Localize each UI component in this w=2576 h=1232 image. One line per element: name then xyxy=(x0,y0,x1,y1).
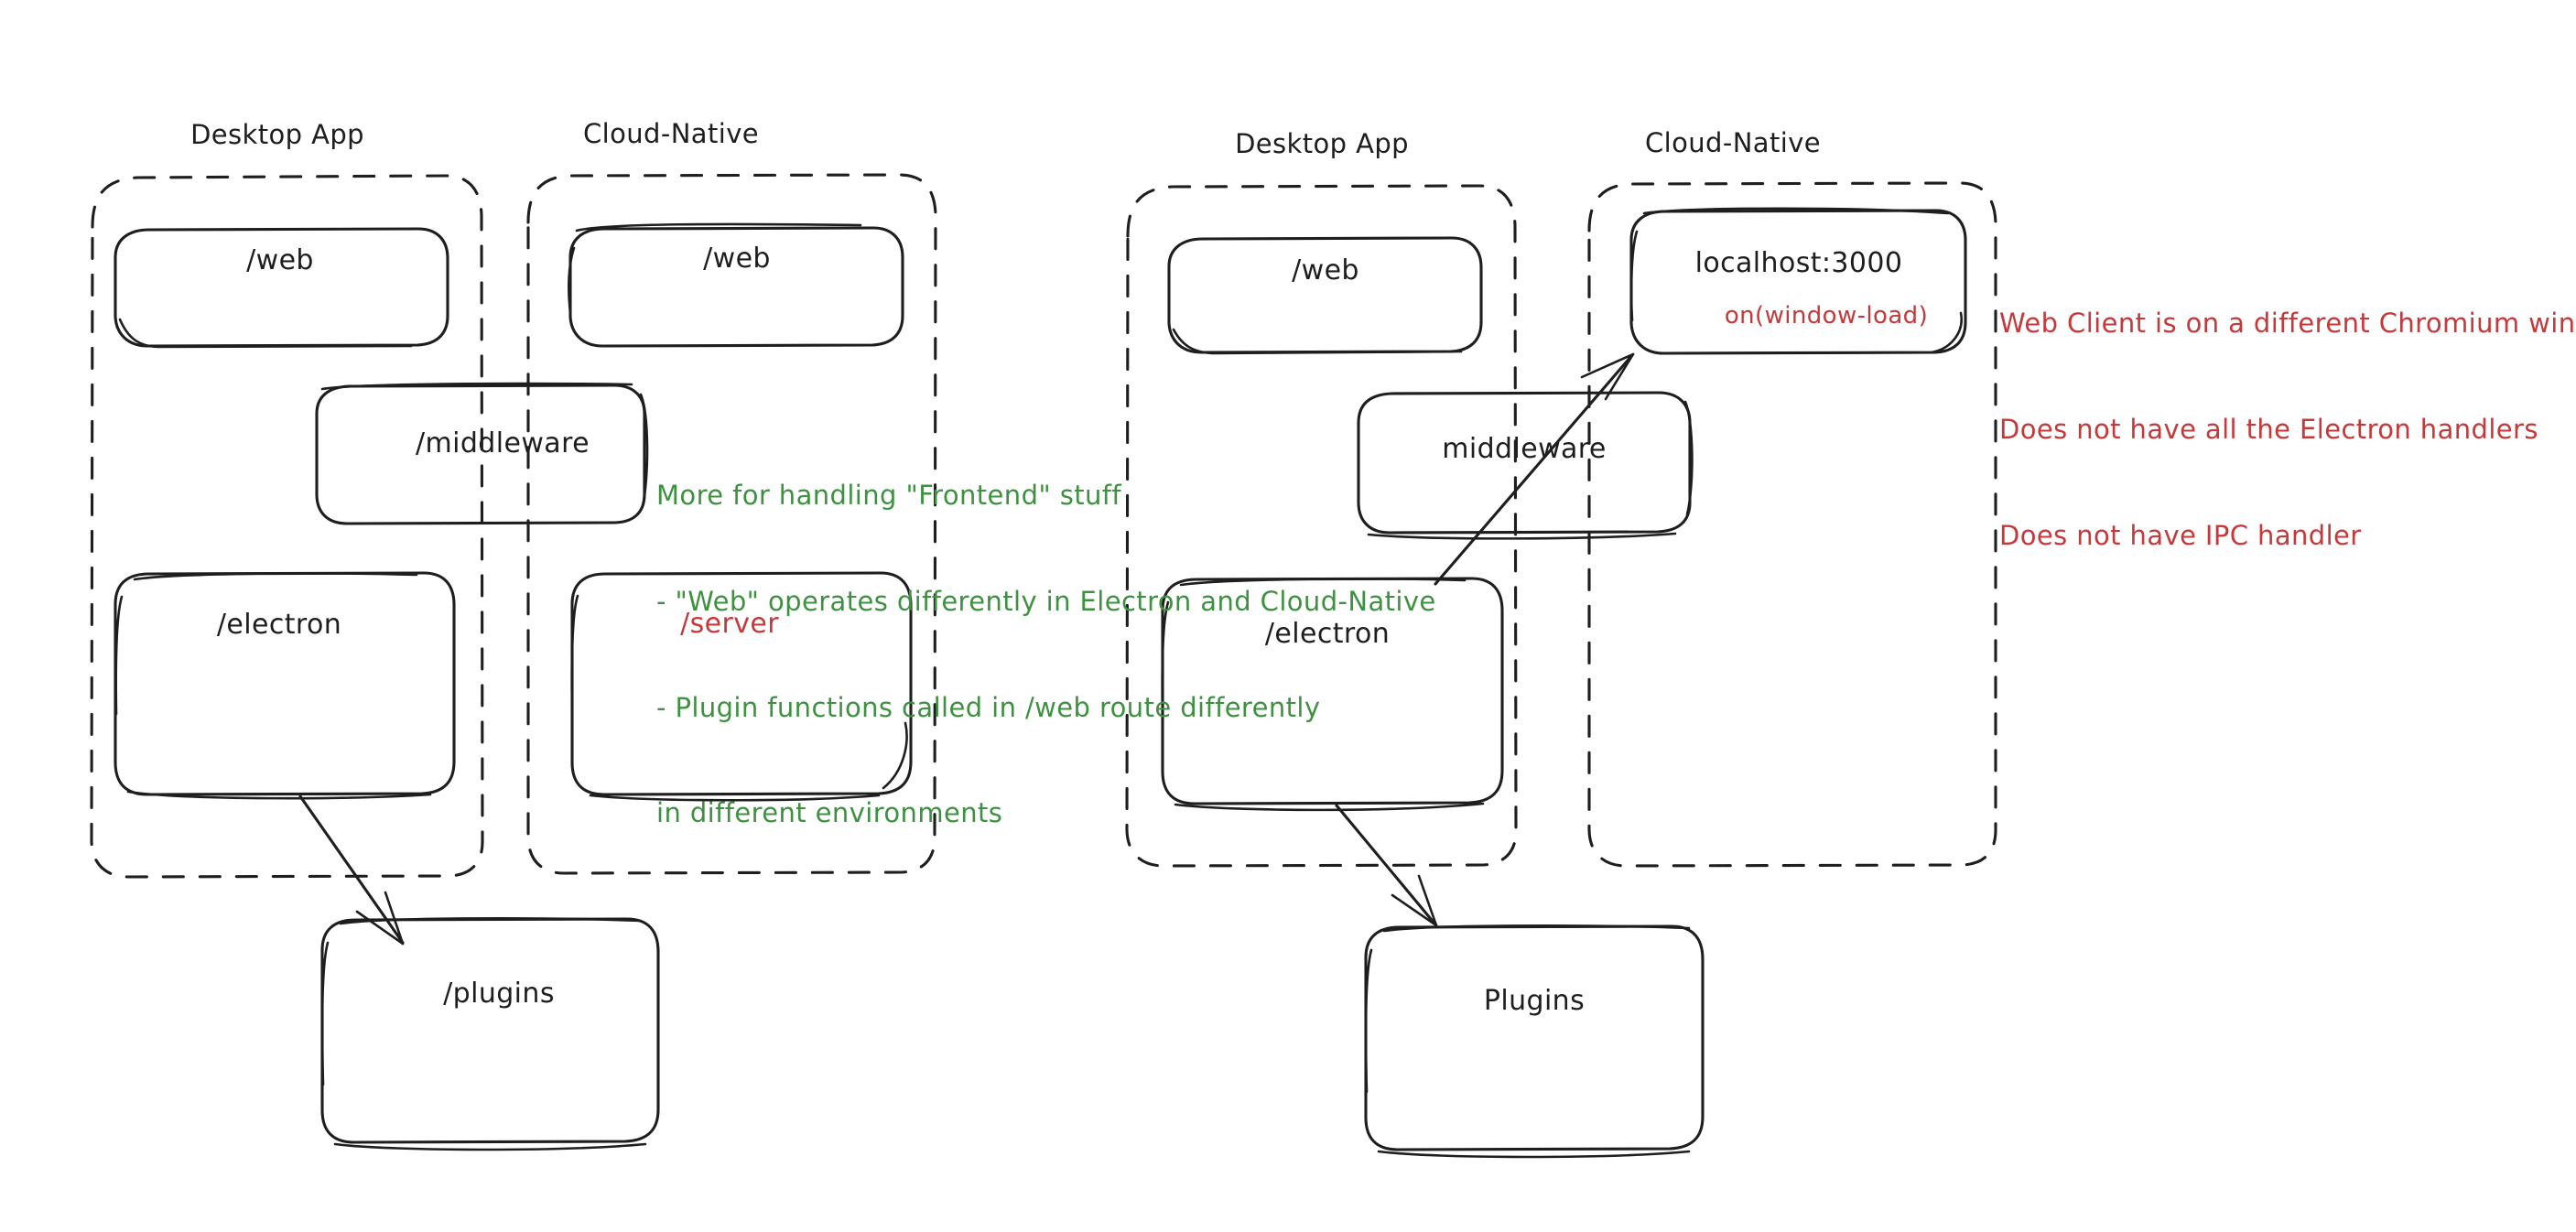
node-label-left-middleware: /middleware xyxy=(416,427,590,459)
annotation-line: Web Client is on a different Chromium wi… xyxy=(1999,308,2576,340)
annotation-line: in different environments xyxy=(656,797,1003,829)
annotation-right-red-note: Web Client is on a different Chromium wi… xyxy=(1999,235,2576,623)
group-left-desktop-app xyxy=(90,174,484,879)
group-title-left-cloud-native: Cloud-Native xyxy=(583,118,759,149)
node-label-right-web: /web xyxy=(1292,254,1359,286)
annotation-left-green-note: More for handling "Frontend" stuff - "We… xyxy=(656,407,1436,902)
group-left-cloud-native xyxy=(526,173,937,875)
annotation-line: - Plugin functions called in /web route … xyxy=(656,691,1321,723)
node-sublabel-right-localhost-on-window-load: on(window-load) xyxy=(1724,302,1929,330)
annotation-line: - "Web" operates differently in Electron… xyxy=(656,585,1436,617)
box-left-middleware xyxy=(315,382,649,525)
group-right-cloud-native xyxy=(1587,181,1997,868)
group-title-left-desktop-app: Desktop App xyxy=(190,119,364,150)
arrow-right-electron-to-localhost xyxy=(1434,352,1635,586)
box-right-middleware xyxy=(1357,391,1694,540)
node-label-right-plugins: Plugins xyxy=(1483,985,1586,1017)
box-left-web-cloud xyxy=(568,222,904,348)
node-label-right-localhost: localhost:3000 xyxy=(1694,247,1903,279)
box-right-electron xyxy=(1161,577,1504,812)
node-label-right-middleware: middleware xyxy=(1442,433,1607,465)
box-left-server xyxy=(570,571,913,802)
node-label-left-electron: /electron xyxy=(216,609,342,641)
box-left-plugins xyxy=(320,916,660,1151)
node-label-right-electron: /electron xyxy=(1264,618,1391,650)
node-label-left-plugins: /plugins xyxy=(443,978,555,1010)
node-label-left-server: /server xyxy=(680,608,779,640)
box-right-localhost xyxy=(1629,207,1967,355)
arrow-right-electron-to-plugins xyxy=(1335,804,1438,927)
arrow-left-electron-to-plugins xyxy=(298,794,405,946)
box-right-web xyxy=(1167,236,1483,355)
node-label-left-web-cloud: /web xyxy=(703,243,771,275)
group-title-right-desktop-app: Desktop App xyxy=(1235,128,1409,159)
annotation-line: Does not have IPC handler xyxy=(1999,519,2362,551)
box-left-web-desktop xyxy=(114,227,449,349)
node-label-left-web-desktop: /web xyxy=(246,244,314,276)
group-title-right-cloud-native: Cloud-Native xyxy=(1645,127,1821,158)
box-left-electron xyxy=(114,571,456,800)
group-right-desktop-app xyxy=(1125,184,1518,868)
annotation-line: More for handling "Frontend" stuff xyxy=(656,480,1122,512)
annotation-line: Does not have all the Electron handlers xyxy=(1999,413,2538,445)
box-right-plugins xyxy=(1364,924,1705,1159)
